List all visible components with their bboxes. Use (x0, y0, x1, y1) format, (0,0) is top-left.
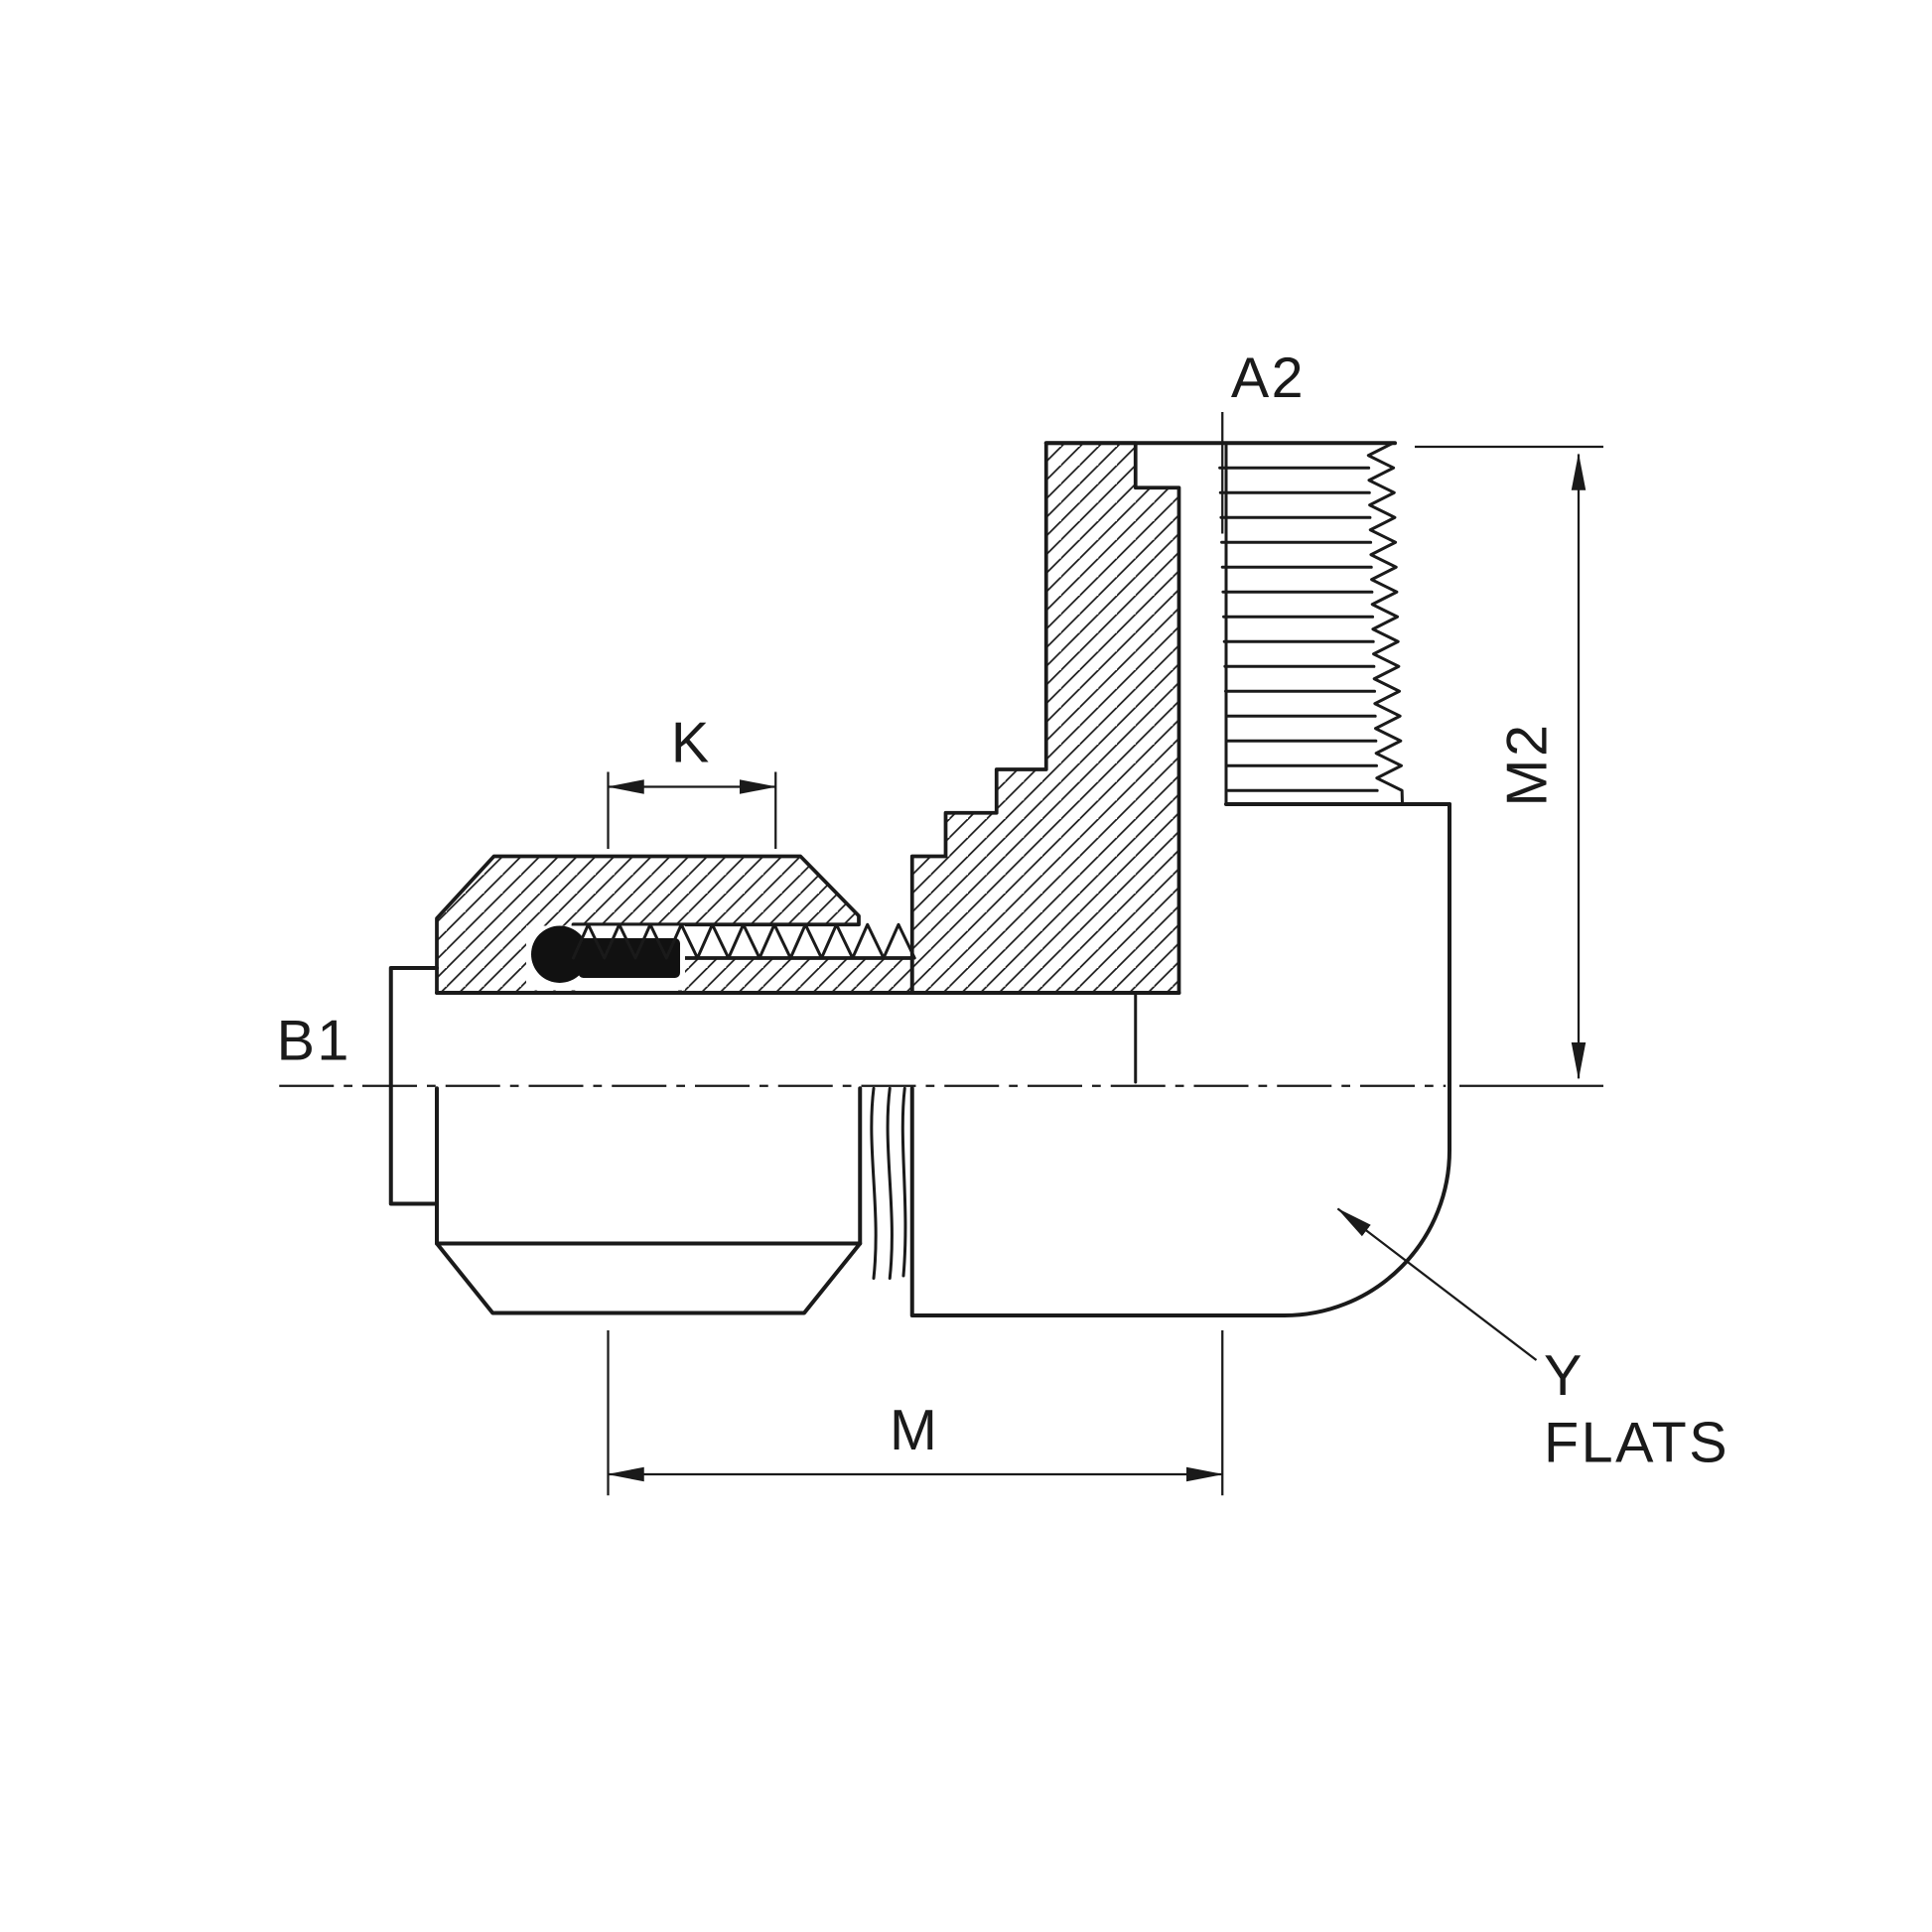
hex-nut-outline (435, 1086, 863, 1315)
o-ring (531, 925, 589, 983)
label-flats: FLATS (1544, 1412, 1729, 1475)
elbow-body-outline (909, 802, 1451, 1317)
leader-line (1336, 1207, 1538, 1361)
label-m: M (890, 1399, 939, 1462)
dimension-k: K (607, 712, 777, 849)
thread-crest-lines (1218, 466, 1379, 792)
label-k: K (671, 712, 712, 775)
male-npt-threads (1218, 441, 1405, 806)
exposed-thread-runout (870, 1086, 907, 1280)
drawing-content: K M2 M A2 B1 Y FLATS (277, 346, 1729, 1496)
thread-crest-profile (1366, 441, 1405, 806)
runout-line (900, 1086, 907, 1278)
label-a2: A2 (1231, 346, 1306, 410)
label-b1: B1 (277, 1010, 351, 1073)
runout-line (886, 1086, 894, 1280)
label-m2: M2 (1496, 723, 1560, 807)
label-y: Y (1544, 1344, 1585, 1408)
internal-thread-zigzag (572, 922, 916, 960)
runout-line (870, 1086, 878, 1280)
body-nose-hatch (678, 956, 914, 995)
dimension-m2: M2 (1415, 445, 1603, 1087)
ferrule-sleeve (578, 938, 680, 978)
body-section-hatch (909, 441, 1181, 995)
dimension-m: M (607, 1330, 1224, 1496)
callout-y-flats: Y FLATS (1336, 1207, 1729, 1475)
